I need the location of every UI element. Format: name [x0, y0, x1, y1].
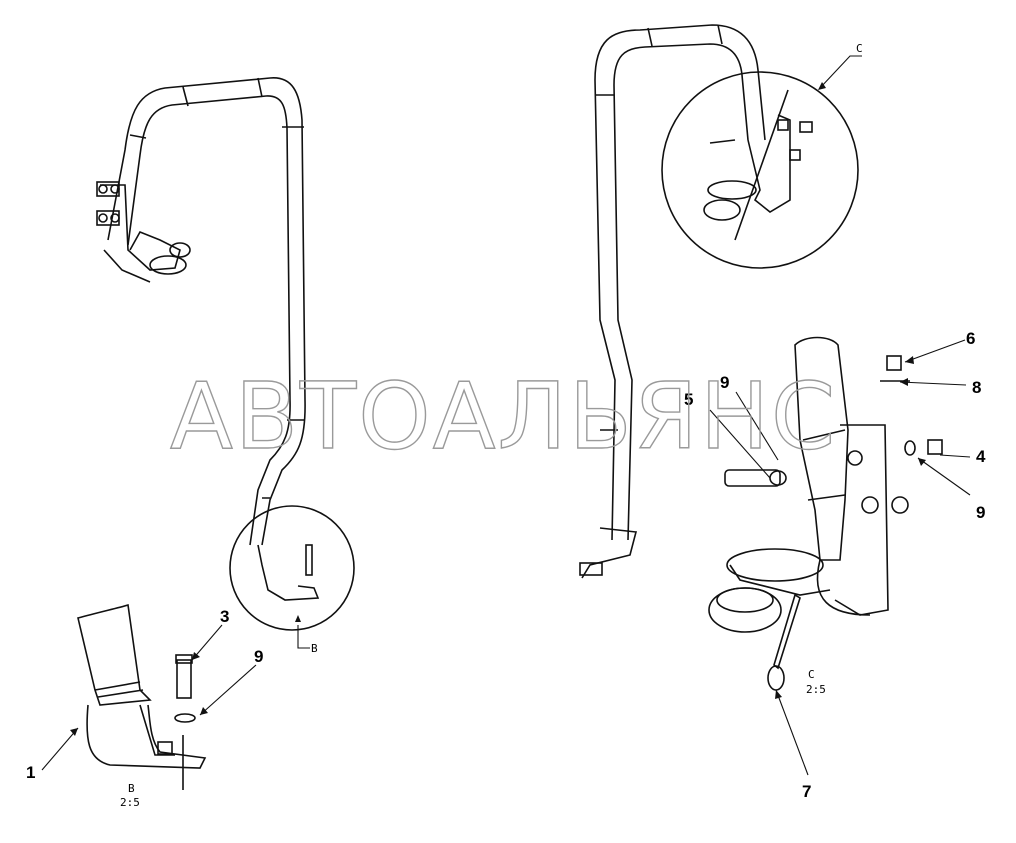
- callout-9-left: 9: [254, 647, 263, 666]
- callout-8: 8: [972, 378, 981, 397]
- detail-b-circle: B: [229, 505, 355, 655]
- view-c-scale: 2:5: [806, 683, 826, 696]
- right-callouts: 5 9 6 8 4 9 7: [684, 329, 986, 801]
- callout-7: 7: [802, 782, 811, 801]
- view-c-ref: C: [856, 42, 863, 55]
- callout-5: 5: [684, 390, 693, 409]
- callout-3: 3: [220, 607, 229, 626]
- view-b-scale: 2:5: [120, 796, 140, 809]
- left-handrail: [96, 77, 306, 546]
- view-b-label: B: [128, 782, 135, 795]
- callout-6: 6: [966, 329, 975, 348]
- callout-9-right: 9: [976, 503, 985, 522]
- view-c-label: C: [808, 668, 815, 681]
- left-callouts: 1 3 9: [26, 607, 263, 782]
- callout-4: 4: [976, 447, 986, 466]
- detail-c-view: C 2:5: [708, 336, 943, 696]
- detail-b-view: B 2:5: [77, 603, 207, 809]
- right-handrail: [579, 24, 766, 579]
- detail-c-circle: C: [661, 42, 863, 269]
- callout-9-mid: 9: [720, 373, 729, 392]
- watermark: АВТОАЛЬЯНС: [170, 363, 837, 470]
- callout-1: 1: [26, 763, 35, 782]
- view-b-ref: B: [311, 642, 318, 655]
